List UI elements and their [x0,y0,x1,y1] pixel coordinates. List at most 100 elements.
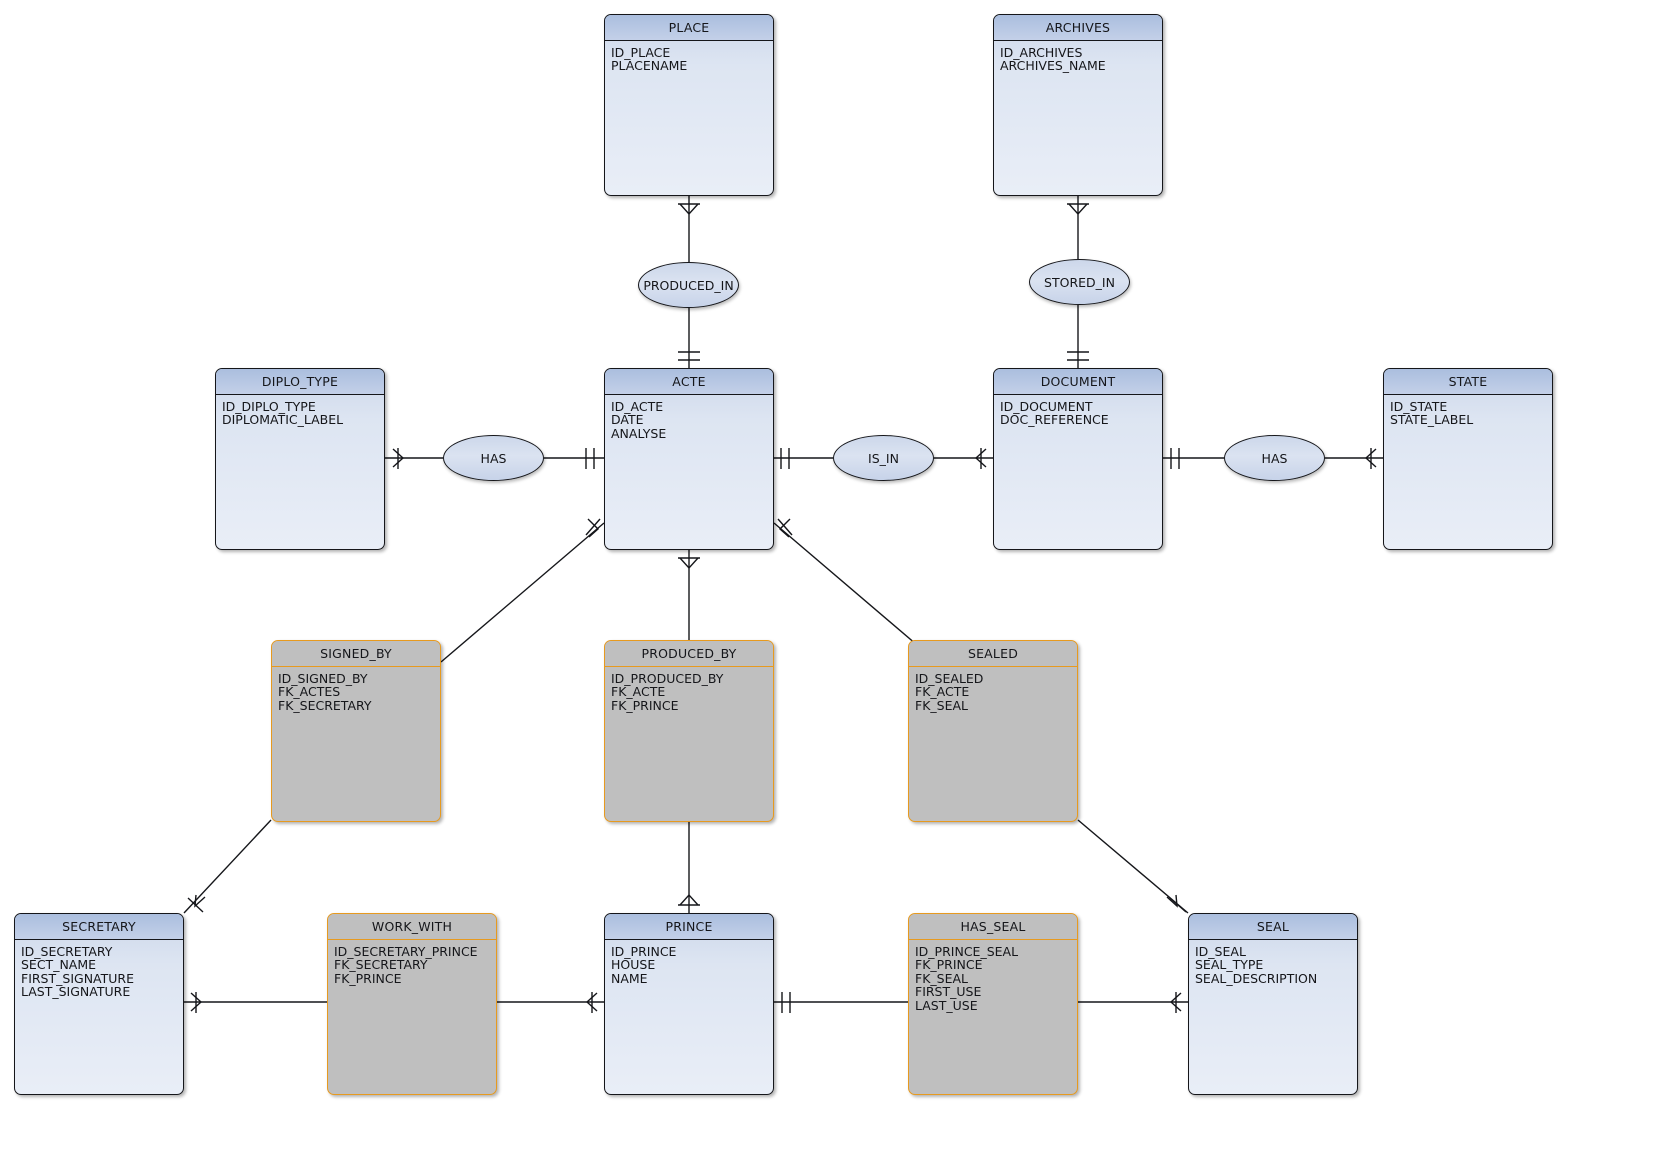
crowfoot-archives [1068,203,1088,216]
edge-signedby-secretary [183,819,272,914]
attribute-row: NAME [611,970,648,986]
relationship-stored_in[interactable]: STORED_IN [1029,259,1130,305]
attribute-row: ANALYSE [611,425,667,441]
relationship-label: PRODUCED_IN [643,277,734,293]
attribute-row: ID_ARCHIVES [1000,45,1083,60]
attribute-row: ID_ACTE [611,399,664,414]
attribute-row: ID_SIGNED_BY [278,671,368,686]
attribute-row: SEAL_DESCRIPTION [1195,970,1318,986]
entity-title: ACTE [605,369,773,395]
attribute-row: ID_SECRETARY [21,944,113,959]
attribute-row: FK_ACTES [278,684,341,700]
crowfoot-document-left [974,448,987,468]
attribute-row: FK_PRINCE [334,970,402,986]
relationship-label: STORED_IN [1044,274,1115,290]
entity-title: STATE [1384,369,1552,395]
relationship-produced_in[interactable]: PRODUCED_IN [638,262,739,308]
attribute-row: ID_PRODUCED_BY [611,671,724,686]
relationship-is_in[interactable]: IS_IN [833,435,934,481]
attribute-row: FK_SECRETARY [278,697,372,713]
attribute-row: FK_PRINCE [915,957,983,973]
entity-title: SEAL [1189,914,1357,940]
entity-title: WORK_WITH [328,914,496,940]
relationship-label: HAS [480,450,507,466]
attribute-row: DIPLOMATIC_LABEL [222,412,344,428]
attribute-row: ID_DOCUMENT [1000,399,1093,414]
crowfoot-diplotype [392,448,405,468]
attribute-row: FIRST_USE [915,984,982,1000]
edge-sealed-seal [1077,819,1189,914]
attribute-row: FK_SEAL [915,970,968,986]
entity-title: SECRETARY [15,914,183,940]
entity-title: HAS_SEAL [909,914,1077,940]
attribute-row: LAST_USE [915,997,978,1013]
attribute-row: STATE_LABEL [1390,412,1474,428]
attribute-row: ID_PRINCE [611,944,677,959]
attribute-row: FK_PRINCE [611,697,679,713]
attribute-row: FK_ACTE [915,684,970,700]
attribute-row: ID_SEALED [915,671,984,686]
attribute-row: ID_SECRETARY_PRINCE [334,944,478,959]
attribute-row: ID_DIPLO_TYPE [222,399,316,414]
attribute-row: FK_ACTE [611,684,666,700]
edge-acte-signedby [440,522,605,663]
relationship-label: IS_IN [868,450,899,466]
attribute-row: SECT_NAME [21,957,97,973]
crowfoot-place [679,203,699,216]
attribute-row: FK_SECRETARY [334,957,428,973]
attribute-row: HOUSE [611,957,656,973]
attribute-row: PLACENAME [611,58,688,74]
entity-title: DIPLO_TYPE [216,369,384,395]
crowfoot-state [1364,448,1377,468]
entity-title: SEALED [909,641,1077,667]
relationship-has_diplo[interactable]: HAS [443,435,544,481]
attribute-row: FK_SEAL [915,697,968,713]
relationship-has_state[interactable]: HAS [1224,435,1325,481]
attribute-row: DOC_REFERENCE [1000,412,1109,428]
attribute-row: ARCHIVES_NAME [1000,58,1106,74]
attribute-row: LAST_SIGNATURE [21,984,131,1000]
attribute-row: ID_PRINCE_SEAL [915,944,1019,959]
attribute-row: FIRST_SIGNATURE [21,970,134,986]
relationship-label: HAS [1261,450,1288,466]
entity-title: PRINCE [605,914,773,940]
attribute-row: ID_STATE [1390,399,1448,414]
entity-title: PRODUCED_BY [605,641,773,667]
attribute-row: DATE [611,412,644,428]
attribute-row: ID_SEAL [1195,944,1246,959]
entity-title: PLACE [605,15,773,41]
entity-title: SIGNED_BY [272,641,440,667]
entity-title: DOCUMENT [994,369,1162,395]
attribute-row: SEAL_TYPE [1195,957,1264,973]
